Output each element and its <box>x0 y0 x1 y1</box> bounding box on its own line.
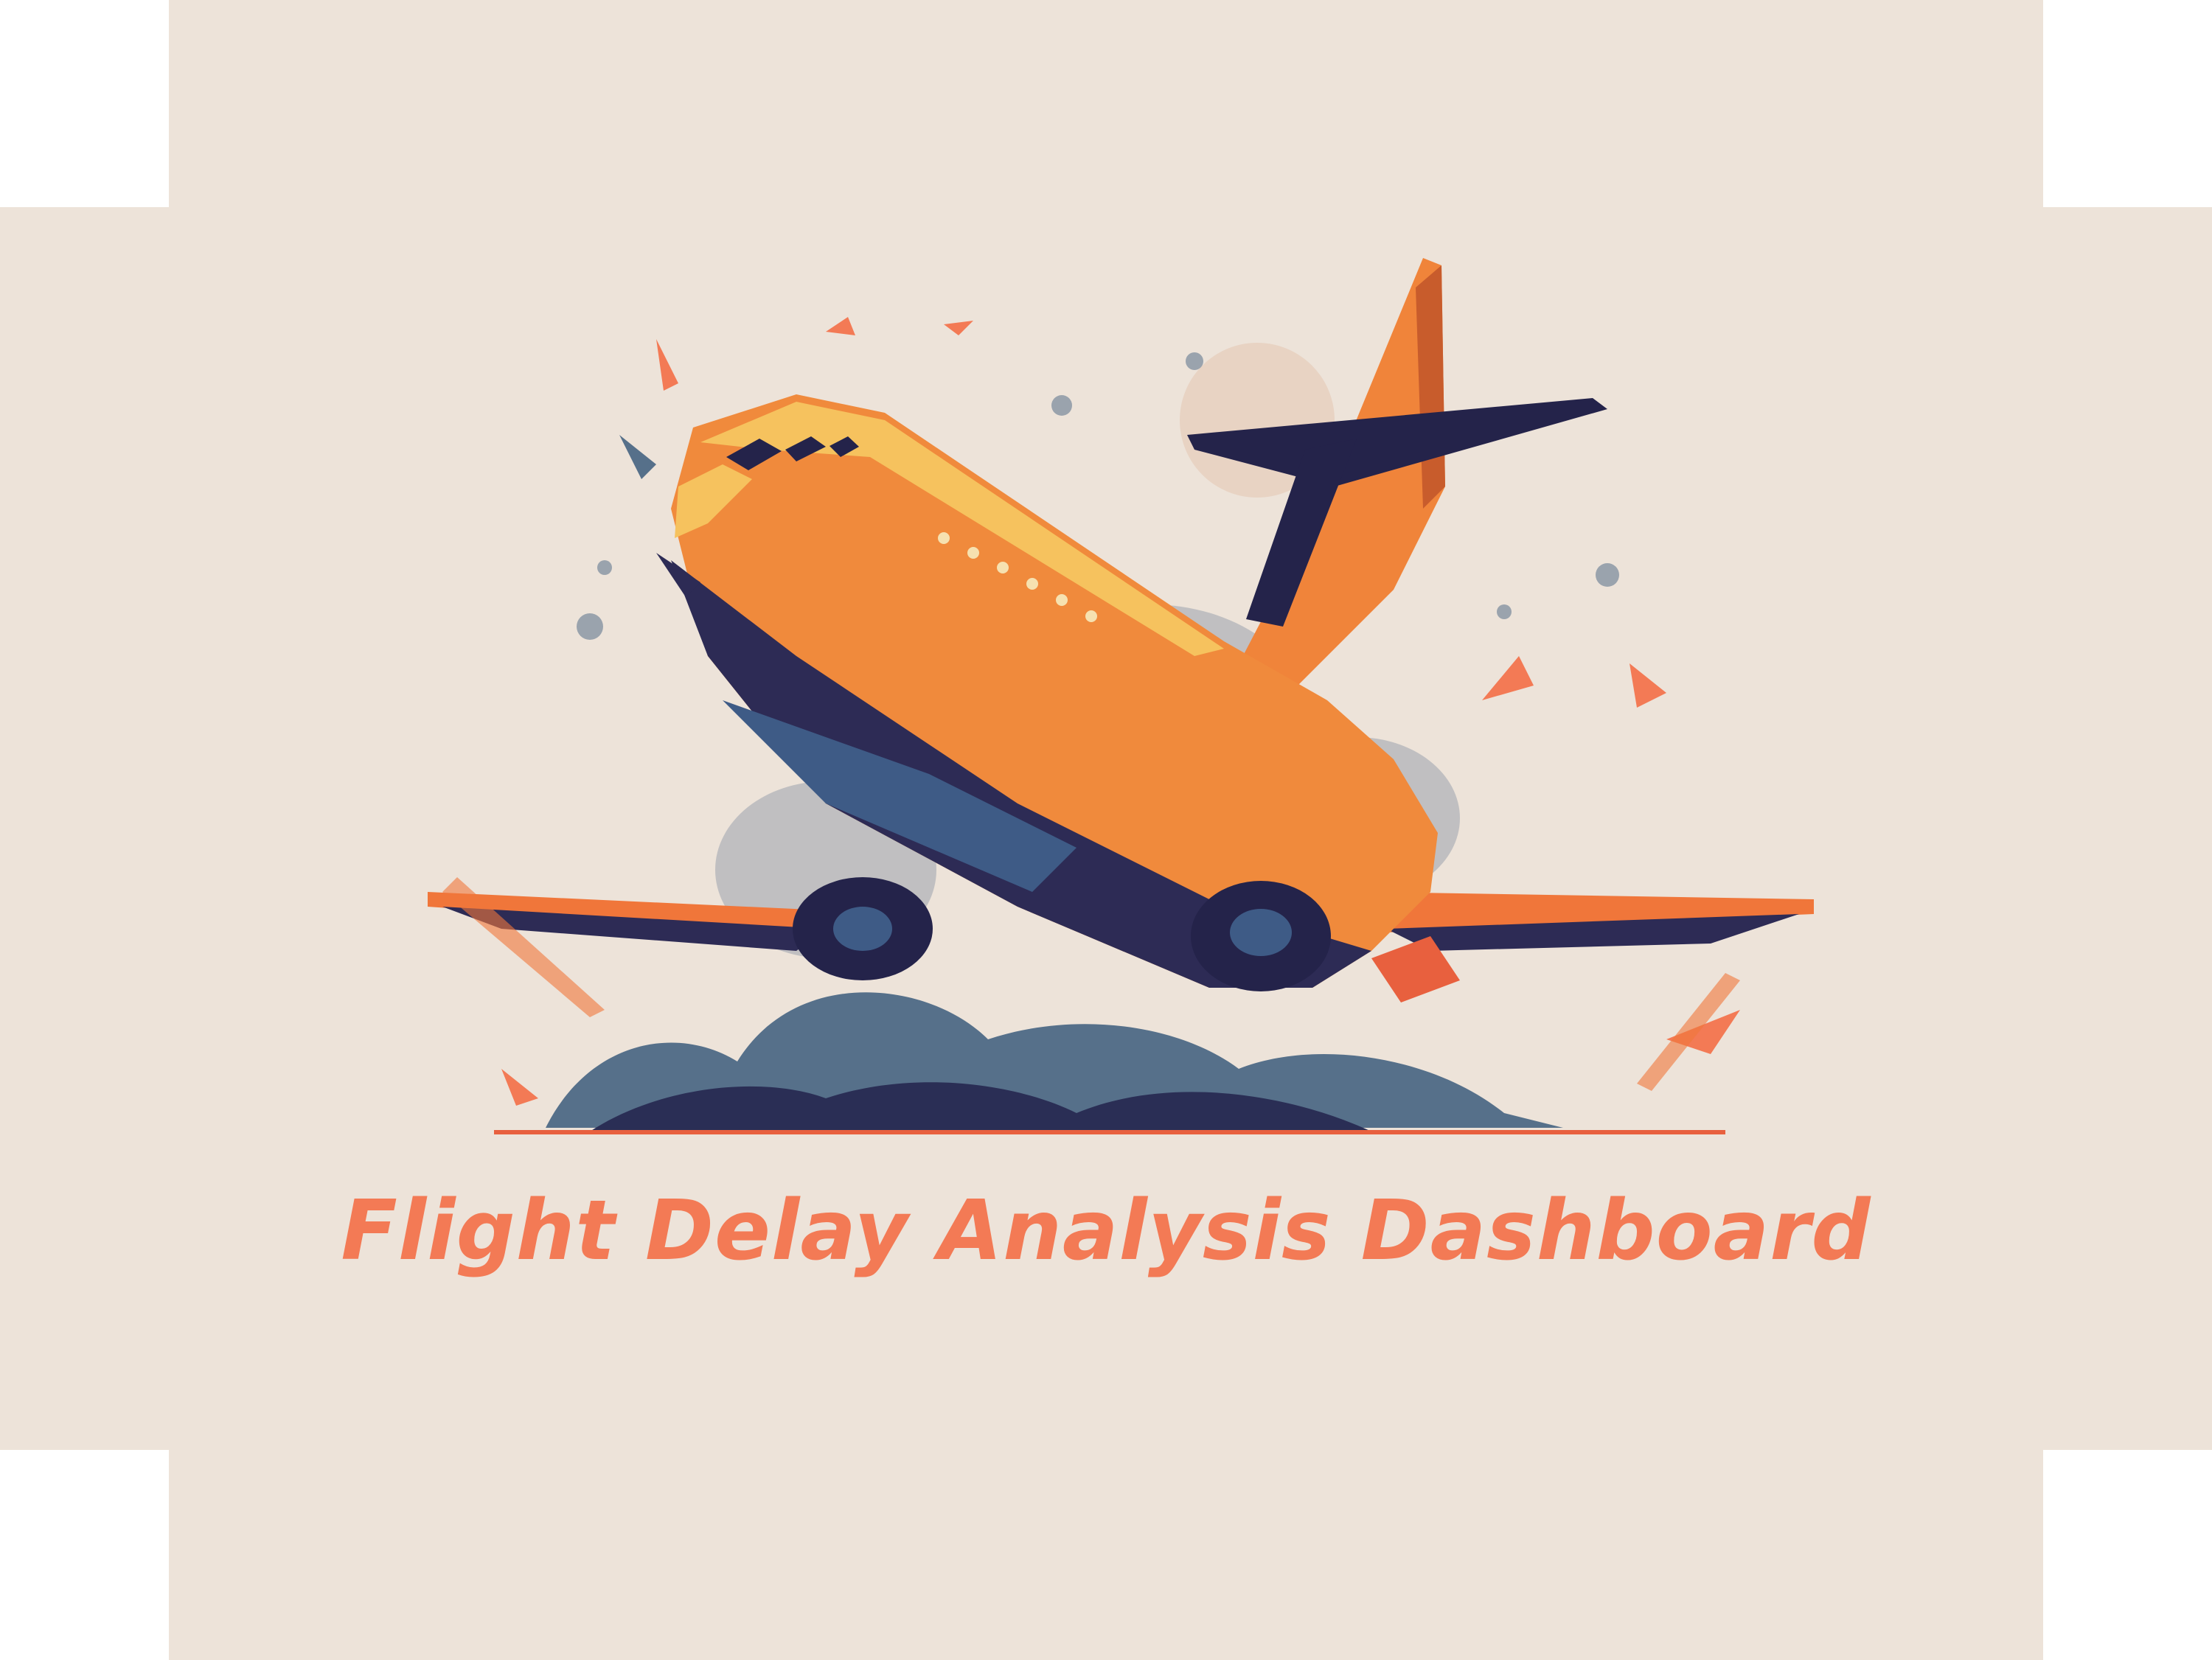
right-engine <box>1191 881 1460 1002</box>
debris-pile <box>546 992 1563 1131</box>
left-engine <box>793 877 933 980</box>
page-title: Flight Delay Analysis Dashboard <box>341 1183 1871 1279</box>
ground-line <box>494 1130 1725 1134</box>
horizontal-stabilizer <box>1187 398 1607 487</box>
cabin-windows <box>938 532 1097 622</box>
debris-shards <box>442 317 1740 1106</box>
hero-illustration <box>413 243 1829 1187</box>
right-wing <box>1371 892 1814 932</box>
fuselage <box>671 394 1438 988</box>
cockpit-windows <box>726 436 859 470</box>
airplane-crash-icon <box>428 258 1814 1134</box>
